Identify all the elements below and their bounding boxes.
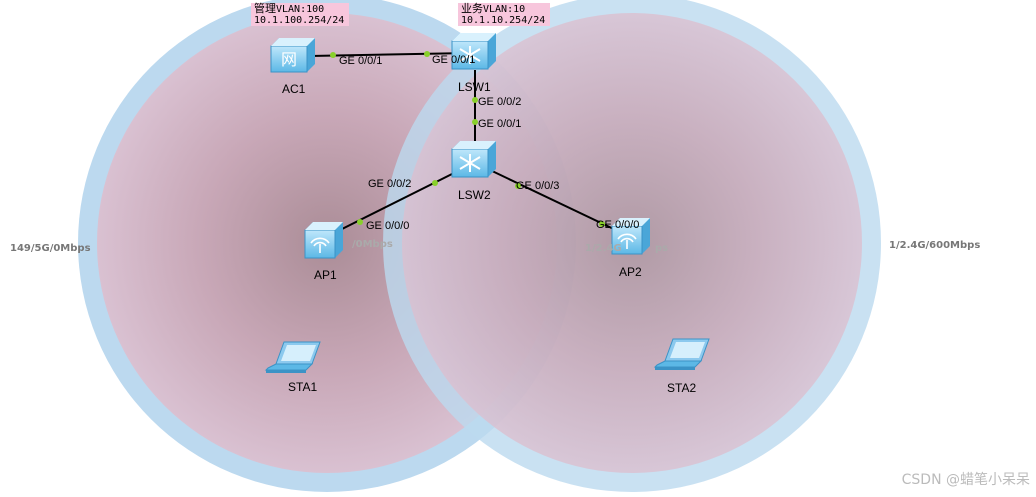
links <box>309 52 621 236</box>
mgmt-vlan-note: 管理VLAN:100 10.1.100.254/24 <box>251 3 349 26</box>
port-label-ac1-lsw1: GE 0/0/1 <box>339 55 383 67</box>
port-dot <box>357 219 363 225</box>
port-dot <box>432 180 438 186</box>
biz-note-vlan: VLAN:10 <box>483 4 526 15</box>
port-label-lsw2-lsw1: GE 0/0/1 <box>478 118 522 130</box>
svg-text:网: 网 <box>281 50 297 69</box>
biz-note-ip: 10.1.10.254/24 <box>461 15 546 26</box>
mgmt-note-vlan: VLAN:100 <box>276 4 325 15</box>
lsw2-label: LSW2 <box>458 188 491 202</box>
switch-icon[interactable] <box>451 141 496 178</box>
wireless-controller-icon[interactable]: 网 <box>270 38 315 73</box>
ac1-label: AC1 <box>282 82 306 96</box>
ap2-radio-rate-overlap-a: 1/2.4G <box>585 243 622 254</box>
access-point-icon[interactable] <box>304 222 343 259</box>
link-lsw2-ap2 <box>489 169 621 233</box>
ap1-label: AP1 <box>314 268 337 282</box>
port-label-lsw2-ap1: GE 0/0/2 <box>368 178 412 190</box>
ap1-radio-rate-overlap: /0Mbps <box>352 239 393 250</box>
port-dot <box>599 221 605 227</box>
switch-icon[interactable] <box>451 33 496 70</box>
port-dots <box>330 51 605 227</box>
port-dot <box>330 52 336 58</box>
ap1-radio-rate: 149/5G/0Mbps <box>10 243 91 254</box>
mgmt-note-ip: 10.1.100.254/24 <box>254 15 345 26</box>
port-label-ap1-lsw2: GE 0/0/0 <box>366 220 410 232</box>
ap2-radio-rate: 1/2.4G/600Mbps <box>889 240 981 251</box>
port-label-lsw1-lsw2: GE 0/0/2 <box>478 96 522 108</box>
port-dot <box>515 183 521 189</box>
sta2-label: STA2 <box>667 381 697 395</box>
port-label-ap2-lsw2: GE 0/0/0 <box>596 219 640 231</box>
biz-vlan-note: 业务VLAN:10 10.1.10.254/24 <box>458 3 550 26</box>
port-label-lsw1-ac1: GE 0/0/1 <box>432 54 476 66</box>
port-dot <box>472 97 478 103</box>
port-dot <box>424 51 430 57</box>
sta1-label: STA1 <box>288 380 318 394</box>
biz-note-title: 业务 <box>461 2 483 15</box>
mgmt-note-title: 管理 <box>254 2 276 15</box>
access-point-icon[interactable] <box>611 218 650 255</box>
ap2-label: AP2 <box>619 265 642 279</box>
watermark: CSDN @蜡笔小呆呆 <box>901 472 1030 488</box>
ap2-radio-rate-overlap-b: ps <box>655 243 669 254</box>
port-label-lsw2-ap2: GE 0/0/3 <box>516 180 560 192</box>
laptop-icon[interactable] <box>264 341 321 373</box>
lsw1-label: LSW1 <box>458 80 491 94</box>
port-dot <box>472 119 478 125</box>
link-lsw2-ap1 <box>329 169 461 236</box>
laptop-icon[interactable] <box>653 338 710 370</box>
link-ac1-lsw1 <box>309 52 471 57</box>
